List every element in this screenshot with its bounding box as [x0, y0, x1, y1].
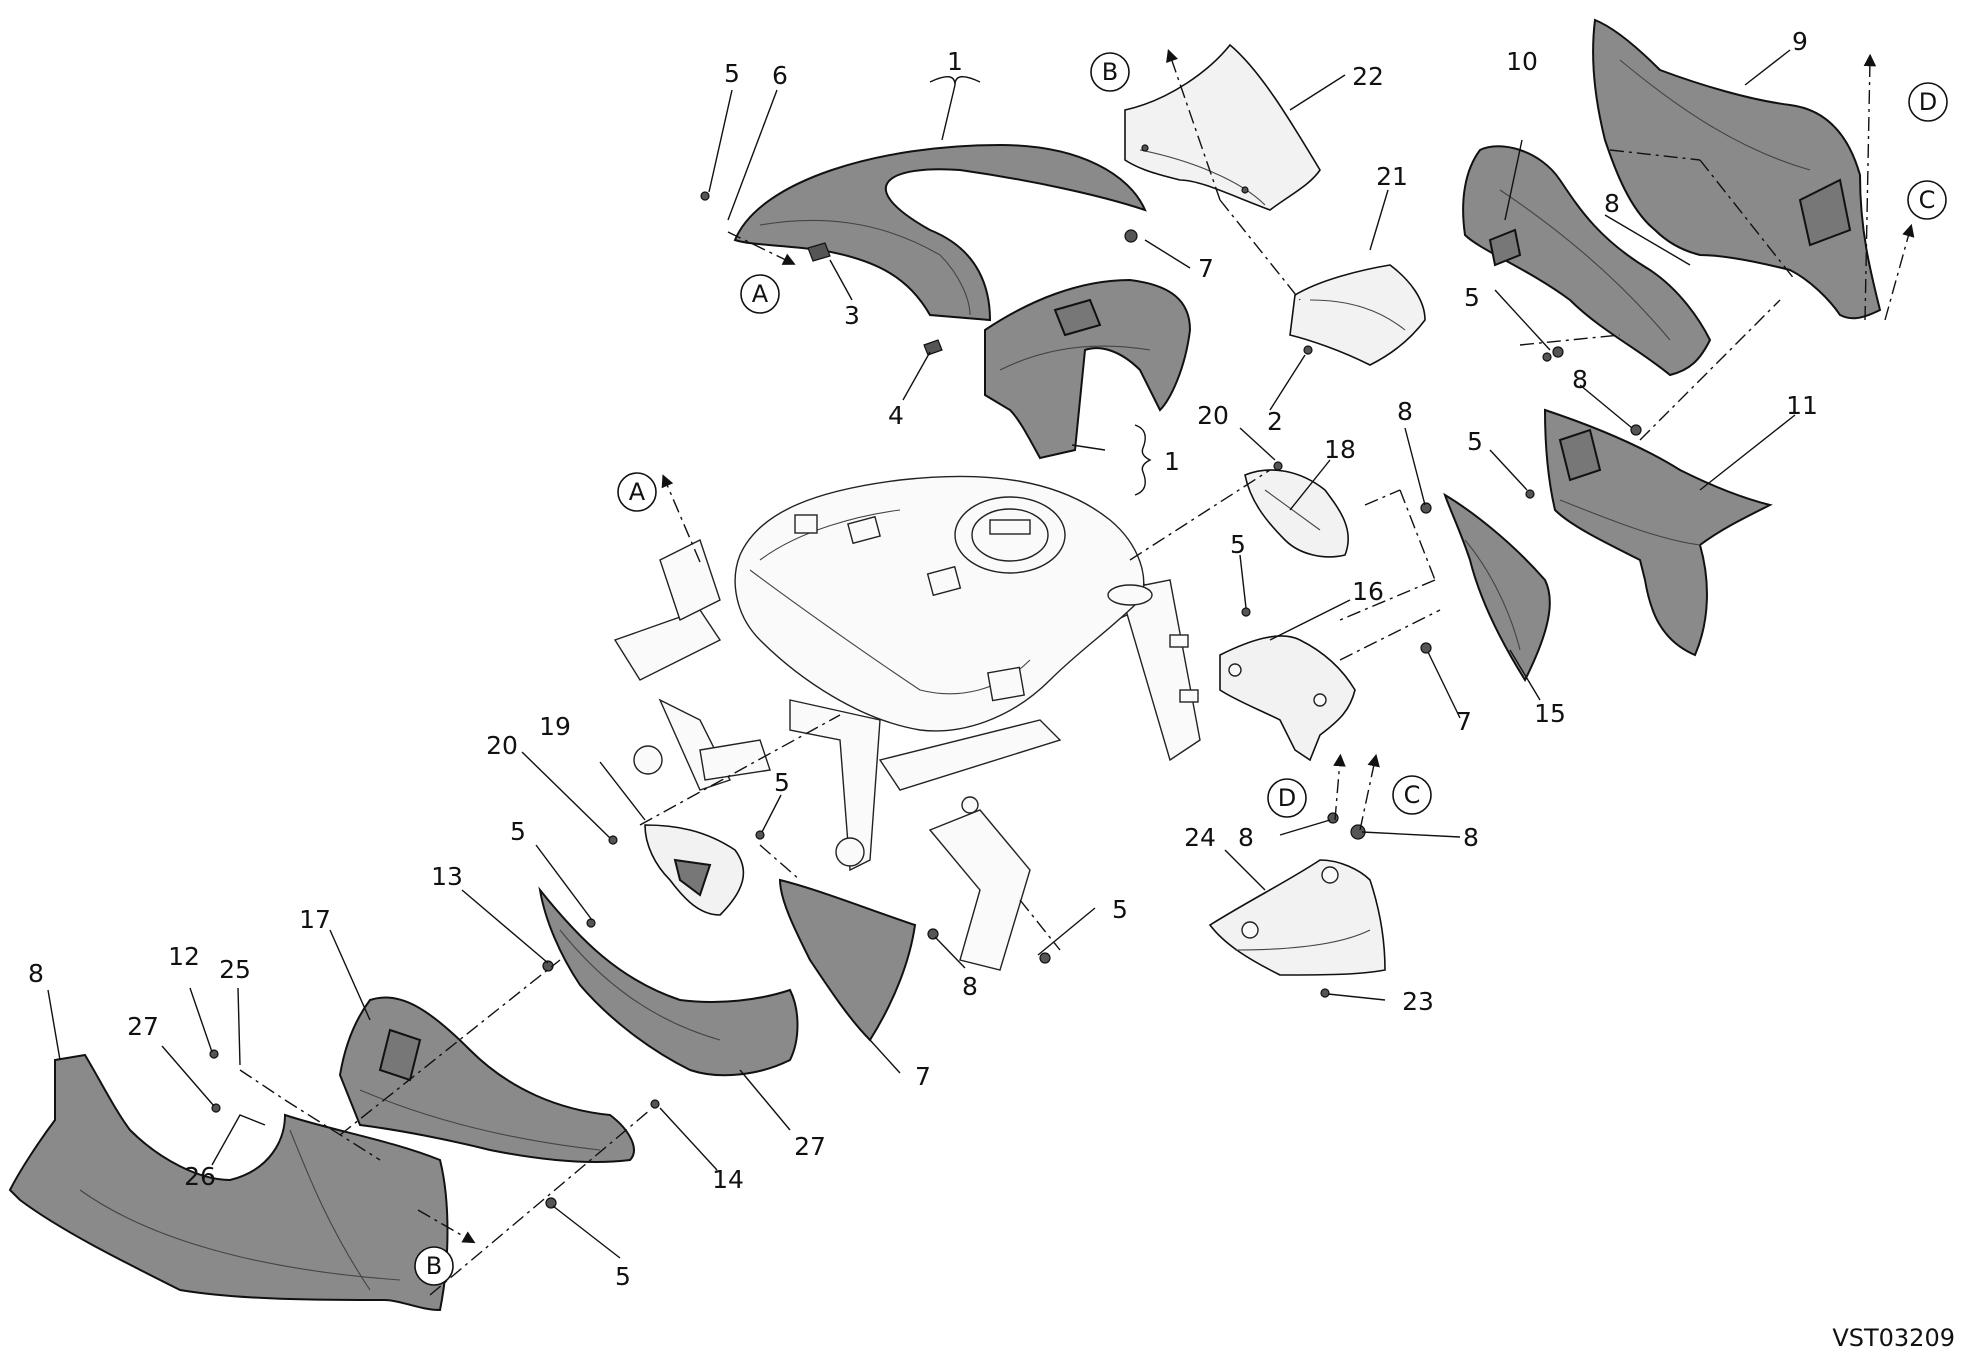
part-22-windscreen — [1124, 43, 1321, 211]
part-label: 9 — [1792, 27, 1808, 56]
connector-label: A — [752, 280, 769, 308]
part-11-side-panel-lower-right — [1543, 408, 1773, 657]
part-label: 10 — [1506, 47, 1538, 76]
part-label: 15 — [1534, 699, 1566, 728]
connector-bubble — [414, 1246, 454, 1286]
part-label: 8 — [962, 972, 978, 1001]
connector-bubble — [1392, 775, 1432, 815]
part-label: 18 — [1324, 435, 1356, 464]
part-label: 5 — [724, 59, 740, 88]
part-15-side-panel-small — [1443, 492, 1551, 683]
part-label: 5 — [1464, 283, 1480, 312]
part-17-side-panel-triangle — [778, 878, 917, 1042]
part-label: 27 — [794, 1132, 826, 1161]
connector-bubble — [1090, 52, 1130, 92]
part-label: 1 — [1164, 447, 1180, 476]
connector-label: D — [1278, 784, 1296, 812]
part-label: 2 — [1267, 407, 1283, 436]
part-label: 6 — [772, 61, 788, 90]
part-label: 8 — [1238, 823, 1254, 852]
part-label: 26 — [184, 1162, 216, 1191]
leader-lines — [47, 49, 1796, 1259]
assembly-lines — [239, 49, 1915, 1296]
part-label: 12 — [168, 942, 200, 971]
part-label: 21 — [1376, 162, 1408, 191]
part-label: 20 — [486, 731, 518, 760]
connector-label: A — [629, 478, 646, 506]
part-label: 14 — [712, 1165, 744, 1194]
part-label: 17 — [299, 905, 331, 934]
part-label: 5 — [1230, 530, 1246, 559]
part-14-side-panel-long — [538, 886, 799, 1077]
part-label: 8 — [1463, 823, 1479, 852]
part-9-side-panel-top — [1592, 18, 1882, 320]
part-13-inner-panel-left — [338, 996, 635, 1163]
connector-bubble — [1907, 180, 1947, 220]
connector-bubbles: B A A D C D C B — [414, 52, 1948, 1286]
part-21-instrument-cover — [1289, 264, 1426, 366]
part-label: 3 — [844, 301, 860, 330]
connector-label: D — [1919, 88, 1937, 116]
part-1-tank-cover-lower — [984, 278, 1192, 460]
part-label: 11 — [1786, 391, 1818, 420]
connector-bubble — [617, 472, 657, 512]
part-label: 27 — [127, 1012, 159, 1041]
part-label: 8 — [1572, 365, 1588, 394]
part-18-cover-plate — [1244, 469, 1350, 558]
connector-label: B — [1102, 58, 1118, 86]
connector-label: B — [426, 1252, 442, 1280]
part-label: 8 — [1397, 397, 1413, 426]
connector-label: C — [1919, 186, 1936, 214]
fuel-tank-and-frame — [613, 475, 1201, 971]
part-label: 24 — [1184, 823, 1216, 852]
part-label: 5 — [510, 817, 526, 846]
part-label: 8 — [1604, 189, 1620, 218]
drawing-reference-code: VST03209 — [1832, 1324, 1955, 1352]
part-16-bracket — [1219, 635, 1356, 762]
part-number-labels: 1 5 6 3 4 7 1 22 21 2 10 9 8 5 8 11 5 20… — [28, 27, 1818, 1291]
connector-bubble — [1908, 82, 1948, 122]
part-1-tank-cover-upper — [733, 143, 1147, 322]
part-label: 7 — [915, 1062, 931, 1091]
part-label: 25 — [219, 955, 251, 984]
part-label: 23 — [1402, 987, 1434, 1016]
part-label: 16 — [1352, 577, 1384, 606]
part-label: 20 — [1197, 401, 1229, 430]
part-label: 5 — [1112, 895, 1128, 924]
part-label: 5 — [774, 768, 790, 797]
part-label: 4 — [888, 401, 904, 430]
part-10-side-panel-right — [1462, 145, 1712, 377]
connector-bubble — [740, 274, 780, 314]
part-label: 7 — [1456, 707, 1472, 736]
part-label: 8 — [28, 959, 44, 988]
part-label: 5 — [615, 1262, 631, 1291]
connector-bubble — [1267, 778, 1307, 818]
part-label: 13 — [431, 862, 463, 891]
part-label: 19 — [539, 712, 571, 741]
part-label: 5 — [1467, 427, 1483, 456]
part-label: 22 — [1352, 62, 1384, 91]
part-19-cover-plate-left — [644, 824, 745, 916]
connector-label: C — [1404, 781, 1421, 809]
part-23-lower-panel-right — [1208, 859, 1386, 976]
part-label: 7 — [1198, 254, 1214, 283]
part-label: 1 — [947, 47, 963, 76]
